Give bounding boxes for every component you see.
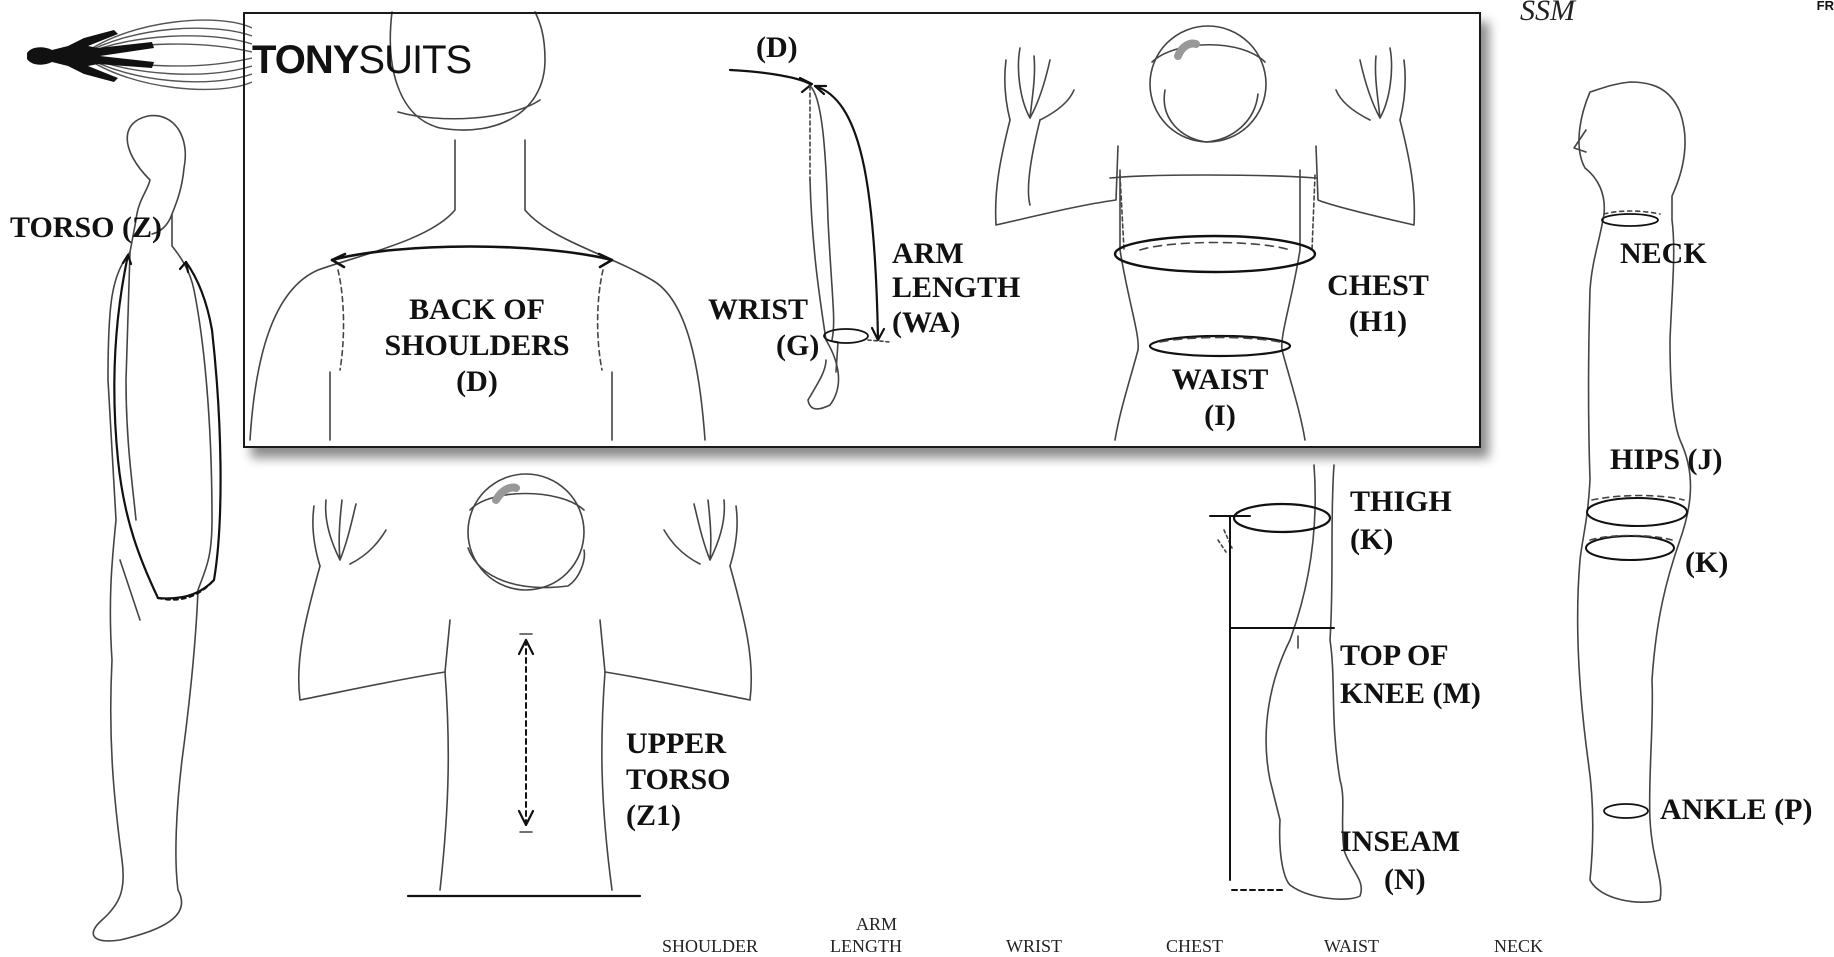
label-upper-torso-line2: TORSO xyxy=(626,762,731,798)
leg-figure xyxy=(1210,465,1361,899)
label-upper-torso-line3: (Z1) xyxy=(626,798,681,834)
label-arm-length-line1: ARM xyxy=(892,236,964,272)
label-back-shoulders-line3: (D) xyxy=(362,364,592,400)
hint-chest: CHEST xyxy=(1166,936,1223,957)
label-hips: HIPS (J) xyxy=(1610,442,1723,478)
label-arm-length-line3: (WA) xyxy=(892,305,960,341)
label-hips-k: (K) xyxy=(1685,545,1728,581)
label-upper-torso-line1: UPPER xyxy=(626,726,726,762)
label-waist-line2: (I) xyxy=(1160,398,1280,434)
label-knee-line2: KNEE (M) xyxy=(1340,676,1481,712)
label-arm-d: (D) xyxy=(756,30,798,66)
label-thigh-line1: THIGH xyxy=(1350,484,1452,520)
label-knee-line1: TOP OF xyxy=(1340,638,1449,674)
hint-wrist: WRIST xyxy=(1006,936,1062,957)
label-chest-line1: CHEST xyxy=(1318,268,1438,304)
label-waist-line1: WAIST xyxy=(1160,362,1280,398)
corner-mark-right: FR xyxy=(1817,0,1834,13)
label-ankle: ANKLE (P) xyxy=(1660,792,1813,828)
corner-mark-left: SSM xyxy=(1520,0,1575,28)
label-wrist-line1: WRIST xyxy=(708,292,808,328)
label-wrist-line2: (G) xyxy=(776,328,819,364)
hint-shoulder: SHOULDER xyxy=(662,936,758,957)
upper-torso-figure xyxy=(299,474,752,896)
side-figure-right xyxy=(1574,82,1691,902)
label-neck: NECK xyxy=(1620,236,1707,272)
label-inseam-line2: (N) xyxy=(1384,862,1426,898)
hint-waist: WAIST xyxy=(1324,936,1379,957)
label-back-shoulders-line1: BACK OF xyxy=(362,292,592,328)
label-chest-line2: (H1) xyxy=(1318,304,1438,340)
label-torso-z: TORSO (Z) xyxy=(10,210,162,246)
label-arm-length-line2: LENGTH xyxy=(892,270,1020,306)
label-back-shoulders-line2: SHOULDERS xyxy=(362,328,592,364)
hint-neck: NECK xyxy=(1494,936,1543,957)
hint-length: LENGTH xyxy=(830,936,902,957)
label-inseam-line1: INSEAM xyxy=(1340,824,1460,860)
label-thigh-line2: (K) xyxy=(1350,522,1393,558)
hint-arm: ARM xyxy=(856,914,897,935)
logo-mark-icon xyxy=(22,8,252,103)
